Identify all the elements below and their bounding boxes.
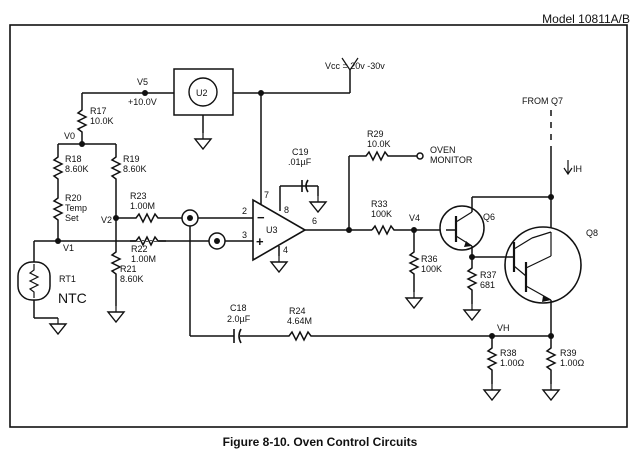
pin-6: 6: [312, 216, 317, 226]
diagram-frame: [9, 24, 628, 428]
oven-monitor-terminal: [416, 152, 424, 160]
transistor-q8: [472, 226, 582, 336]
resistor-r17: [76, 103, 88, 144]
r38-name: R38: [500, 348, 517, 358]
r19-value: 8.60K: [123, 164, 147, 174]
transistor-q6: [439, 197, 485, 253]
r17-name: R17: [90, 106, 107, 116]
u3-plus: +: [256, 234, 264, 249]
resistor-r18: [52, 144, 64, 190]
pin-7: 7: [264, 190, 269, 200]
from-q7-label: FROM Q7: [522, 96, 563, 106]
r23-name: R23: [130, 191, 147, 201]
c19-name: C19: [292, 147, 309, 157]
resistor-r19: [110, 144, 122, 218]
resistor-r38: [486, 336, 498, 384]
r36-value: 100K: [421, 264, 442, 274]
r20-name: R20: [65, 193, 82, 203]
r22-value: 1.00M: [131, 254, 156, 264]
vcc-label: Vcc = 20v -30v: [325, 61, 385, 71]
r29-value: 10.0K: [367, 139, 391, 149]
r24-name: R24: [289, 306, 306, 316]
q6-label: Q6: [483, 212, 495, 222]
figure-caption: Figure 8-10. Oven Control Circuits: [222, 435, 418, 449]
r20-line2: Temp: [65, 203, 87, 213]
node-v1: V1: [63, 243, 74, 253]
v5-value: +10.0V: [128, 97, 157, 107]
r29-name: R29: [367, 129, 384, 139]
pin-2: 2: [242, 206, 247, 216]
capacitor-c18: [233, 328, 242, 344]
resistor-r20: [52, 190, 64, 241]
r23-value: 1.00M: [130, 201, 155, 211]
node-v0: V0: [64, 131, 75, 141]
r21-name: R21: [120, 264, 137, 274]
resistor-r23: [116, 212, 190, 224]
r39-name: R39: [560, 348, 577, 358]
resistor-r29: [349, 150, 417, 162]
r37-value: 681: [480, 280, 495, 290]
capacitor-c19: [301, 179, 327, 213]
pin-3: 3: [242, 230, 247, 240]
r18-value: 8.60K: [65, 164, 89, 174]
resistor-r39: [545, 336, 557, 384]
r17-value: 10.0K: [90, 116, 114, 126]
regulator-u2: [173, 68, 234, 150]
v5-label: V5: [137, 77, 148, 87]
c18-value: 2.0µF: [227, 314, 251, 324]
r39-value: 1.00Ω: [560, 358, 585, 368]
r22-name: R22: [131, 244, 148, 254]
resistor-r36: [408, 230, 420, 292]
pin-8: 8: [284, 205, 289, 215]
node-v4: V4: [409, 213, 420, 223]
r37-name: R37: [480, 270, 497, 280]
opamp-u3: [252, 93, 318, 273]
u2-label: U2: [196, 88, 208, 98]
resistor-r37: [466, 260, 478, 304]
c18-name: C18: [230, 303, 247, 313]
r19-name: R19: [123, 154, 140, 164]
r24-value: 4.64M: [287, 316, 312, 326]
r20-line3: Set: [65, 213, 79, 223]
r21-value: 8.60K: [120, 274, 144, 284]
r18-name: R18: [65, 154, 82, 164]
q8-label: Q8: [586, 228, 598, 238]
r38-value: 1.00Ω: [500, 358, 525, 368]
model-number: Model 10811A/B: [542, 12, 630, 26]
u3-minus: −: [257, 210, 265, 225]
rt1-label: RT1: [59, 274, 76, 284]
resistor-r21: [110, 218, 122, 306]
u3-label: U3: [266, 225, 278, 235]
r36-name: R36: [421, 254, 438, 264]
supply-rail: [81, 57, 359, 103]
node-vh: VH: [497, 323, 510, 333]
thermistor-rt1: [17, 261, 67, 335]
oven-monitor-line1: OVEN: [430, 145, 456, 155]
resistor-r22: [130, 235, 166, 247]
oven-monitor-line2: MONITOR: [430, 155, 473, 165]
ntc-note: NTC: [58, 290, 87, 306]
pin-4: 4: [283, 245, 288, 255]
ih-label: IH: [573, 164, 582, 174]
resistor-r33: [371, 224, 446, 236]
node-v2: V2: [101, 215, 112, 225]
resistor-r24: [240, 330, 551, 342]
r33-value: 100K: [371, 209, 392, 219]
r33-name: R33: [371, 199, 388, 209]
c19-value: .01µF: [288, 157, 312, 167]
